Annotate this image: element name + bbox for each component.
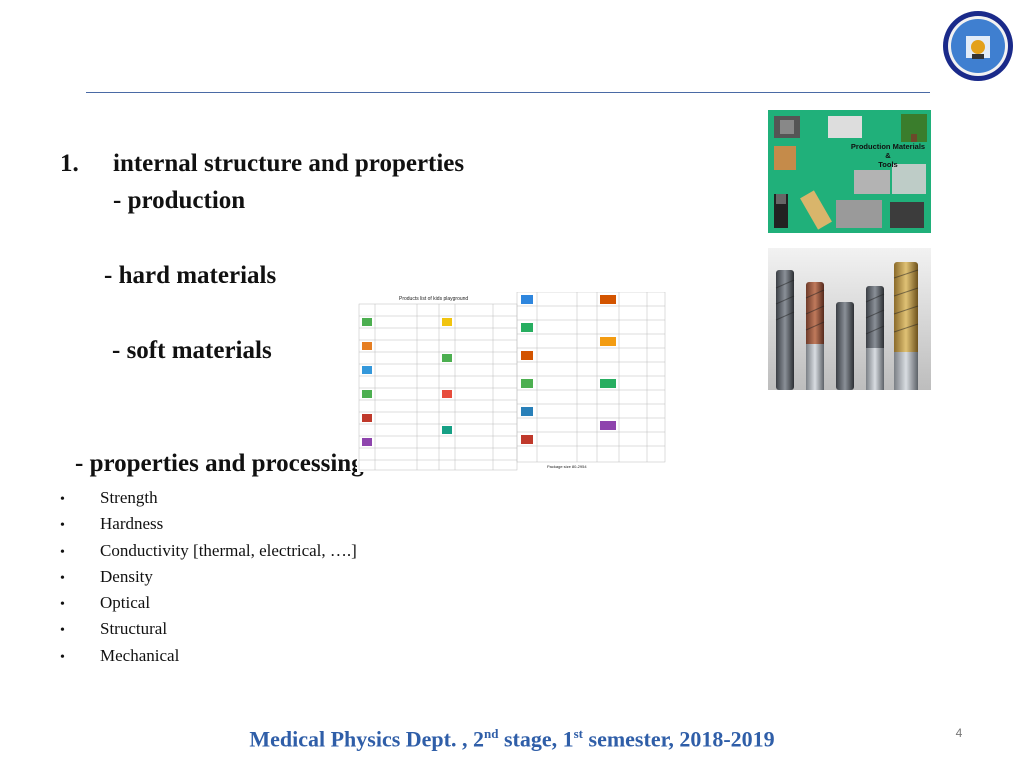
list-item: • Optical xyxy=(60,590,357,616)
bullet-icon: • xyxy=(60,623,65,639)
footer-course-info: Medical Physics Dept. , 2nd stage, 1st s… xyxy=(0,726,1024,752)
bullet-icon: • xyxy=(60,544,65,560)
list-item: • Hardness xyxy=(60,511,357,537)
university-logo xyxy=(943,11,1013,81)
list-item: • Mechanical xyxy=(60,643,357,669)
list-item: • Strength xyxy=(60,485,357,511)
subtopic-properties: - properties and processing xyxy=(75,450,364,477)
footer-ordinal-1: nd xyxy=(484,726,499,741)
footer-stage-text: stage, 1 xyxy=(498,726,574,752)
list-item-label: Strength xyxy=(100,488,158,507)
list-item-label: Density xyxy=(100,566,153,586)
products-table-image: Products list of kids playground Package… xyxy=(357,292,667,472)
properties-list: • Strength • Hardness • Conductivity [therm… xyxy=(60,485,357,669)
end-mills-image xyxy=(768,248,931,390)
footer-ordinal-2: st xyxy=(573,726,584,741)
table-footer: Package size 80-2954 xyxy=(547,464,587,469)
list-item: • Structural xyxy=(60,616,357,642)
bullet-icon: • xyxy=(60,492,65,507)
list-item-label: Mechanical xyxy=(100,645,180,665)
list-item-label: Hardness xyxy=(100,514,164,534)
header-divider xyxy=(86,92,930,93)
bullet-icon: • xyxy=(60,570,65,586)
tools-caption-line-1: Production Materials xyxy=(851,142,925,151)
item-number: 1. xyxy=(60,150,79,177)
slide-number: 4 xyxy=(955,726,963,740)
list-item: • Density xyxy=(60,564,357,590)
footer-dept-text: Medical Physics Dept. , 2 xyxy=(249,726,484,752)
production-tools-image: Production Materials & Tools xyxy=(768,110,931,233)
bullet-icon: • xyxy=(60,649,65,665)
subtopic-production: - production xyxy=(113,187,246,214)
tools-caption-line-3: Tools xyxy=(878,160,897,169)
list-item-label: Conductivity [thermal, electrical, ….] xyxy=(100,540,357,560)
table-title: Products list of kids playground xyxy=(399,296,468,302)
footer-semester-text: semester, 2018-2019 xyxy=(583,726,775,752)
slide-heading: internal structure and properties xyxy=(113,150,465,177)
subtopic-soft-materials: - soft materials xyxy=(112,337,272,364)
list-item-label: Optical xyxy=(100,593,151,613)
tools-caption-line-2: & xyxy=(885,151,891,160)
subtopic-hard-materials: - hard materials xyxy=(104,262,277,289)
list-item-label: Structural xyxy=(100,619,168,639)
list-item: • Conductivity [thermal, electrical, ….] xyxy=(60,538,357,564)
bullet-icon: • xyxy=(60,597,65,613)
bullet-icon: • xyxy=(60,518,65,534)
